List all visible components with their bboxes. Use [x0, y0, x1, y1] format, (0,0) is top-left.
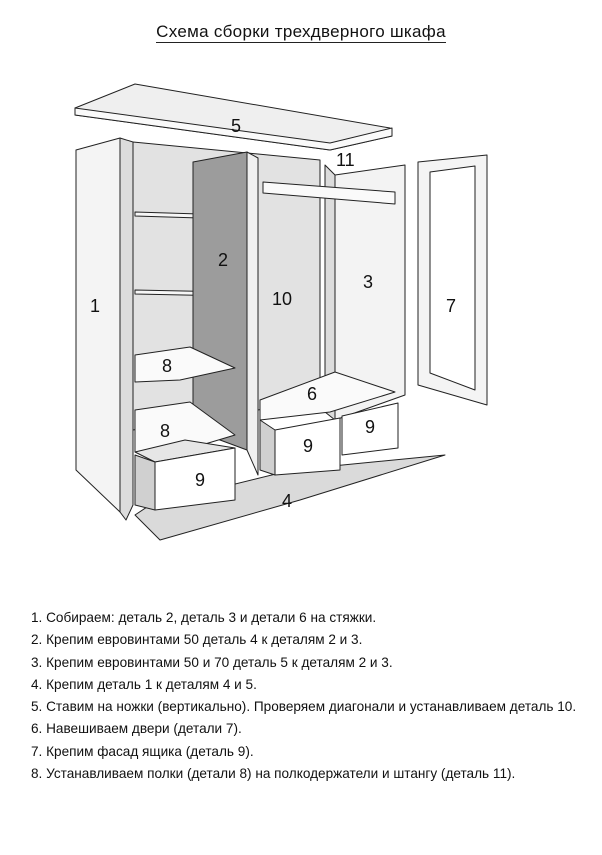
part-label-9-right: 9: [365, 417, 375, 437]
assembly-step: 7. Крепим фасад ящика (деталь 9).: [31, 743, 254, 759]
left-side-panel: [75, 137, 121, 513]
shelf-6: [259, 371, 396, 421]
drawer-center-side: [259, 419, 276, 476]
part-label-8-lower: 8: [160, 421, 170, 441]
part-label-9-center: 9: [303, 436, 313, 456]
assembly-step: 5. Ставим на ножки (вертикально). Провер…: [31, 699, 577, 715]
part-label-4: 4: [282, 491, 292, 511]
assembly-steps-list: 1. Собираем: деталь 2, деталь 3 и детали…: [31, 607, 591, 785]
part-label-6: 6: [307, 384, 317, 404]
shelf-8a: [134, 346, 236, 383]
part-label-7: 7: [446, 296, 456, 316]
drawer-left-side: [134, 454, 156, 511]
assembly-step: 4. Крепим деталь 1 к деталям 4 и 5.: [31, 676, 257, 692]
door-inset: [429, 165, 476, 391]
diagram-title-text: Схема сборки трехдверного шкафа: [156, 22, 446, 43]
part-label-3: 3: [363, 272, 373, 292]
part-label-2: 2: [218, 250, 228, 270]
part-label-11: 11: [336, 150, 355, 170]
drawer-right-front: [341, 402, 399, 456]
assembly-step: 1. Собираем: деталь 2, деталь 3 и детали…: [31, 610, 377, 625]
top-cornice-front: [74, 107, 393, 151]
part-label-8-upper: 8: [162, 356, 172, 376]
left-side-edge: [119, 137, 134, 521]
assembly-step: 6. Навешиваем двери (детали 7).: [31, 721, 242, 737]
shelf-8b: [134, 401, 236, 453]
hanger-rod: [262, 181, 396, 205]
part-label-1: 1: [90, 296, 100, 316]
divider-panel-edge: [246, 151, 259, 476]
part-label-9-left: 9: [195, 470, 205, 490]
divider-panel-front: [192, 151, 248, 451]
part-label-5: 5: [231, 116, 241, 136]
diagram-title: Схема сборки трехдверного шкафа: [0, 22, 602, 43]
part-label-10: 10: [272, 289, 292, 309]
assembly-step: 8. Устанавливаем полки (детали 8) на пол…: [31, 766, 516, 782]
wardrobe-assembly-diagram: 5 11 1 2 10 3 7 8 8 6 9 9 9 4: [74, 83, 488, 541]
assembly-step: 3. Крепим евровинтами 50 и 70 деталь 5 к…: [31, 654, 393, 670]
assembly-step: 2. Крепим евровинтами 50 деталь 4 к дета…: [31, 632, 363, 648]
